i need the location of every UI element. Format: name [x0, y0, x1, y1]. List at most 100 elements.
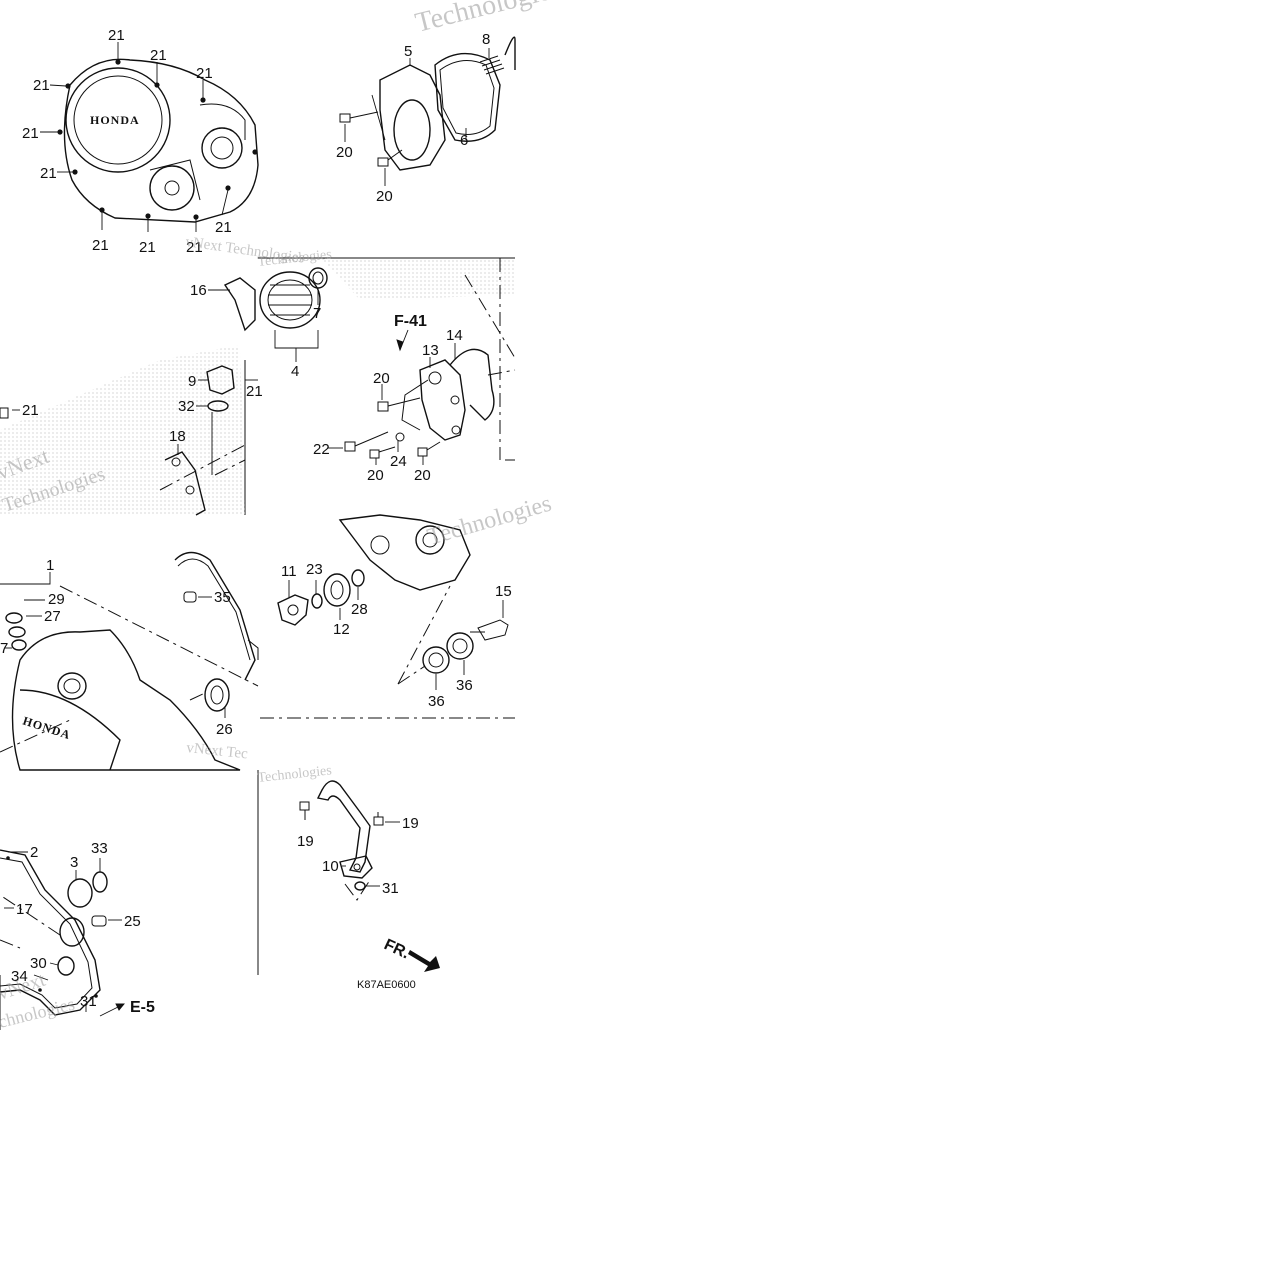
o-ring [308, 267, 328, 289]
panel-engine-cover-bolts: HONDA [22, 27, 306, 267]
bolt [377, 397, 421, 412]
case-gasket [0, 849, 101, 1016]
part-label: 21 [22, 125, 39, 142]
seal-7 [11, 639, 27, 651]
part-label: 20 [336, 144, 353, 161]
seal-28 [351, 569, 365, 587]
filter-bracket [223, 277, 256, 332]
part-label: 31 [80, 993, 97, 1010]
part-label: 15 [495, 583, 512, 600]
part-label: 3 [70, 854, 78, 871]
part-label: 5 [404, 43, 412, 60]
long-bolt [344, 431, 389, 452]
right-cover [11, 629, 241, 771]
panel-oil-pipe: FR. 19 19 10 31 K87AE0600 [297, 780, 440, 991]
oil-filter-element [259, 271, 321, 329]
part-label: 20 [373, 370, 390, 387]
watermark: Technologies [257, 763, 333, 786]
o-ring-31 [354, 881, 366, 891]
filter-gasket [434, 52, 501, 142]
panel-right-crankcase-cover: HONDA 1 29 27 7 35 26 vNext Tec [0, 551, 259, 771]
watermark: vNext Tec [186, 740, 249, 762]
pump-o-ring [449, 348, 495, 421]
oil-pipe [316, 780, 371, 873]
part-label: 21 [22, 402, 39, 419]
bolt [299, 801, 310, 820]
direction-label: FR. [381, 936, 412, 962]
bolt [339, 111, 379, 123]
bolt [369, 446, 396, 459]
part-label: 21 [196, 65, 213, 82]
seal-30 [57, 956, 75, 976]
oil-seal [204, 678, 230, 712]
part-label: 6 [460, 132, 468, 149]
diagram-code: K87AE0600 [357, 979, 416, 991]
part-label: 9 [188, 373, 196, 390]
part-label: 2 [30, 844, 38, 861]
impeller [277, 594, 309, 626]
part-label: 36 [456, 677, 473, 694]
mechanical-seal [323, 573, 351, 607]
part-label: 24 [390, 453, 407, 470]
part-label: 21 [246, 383, 263, 400]
part-label: 31 [382, 880, 399, 897]
crankcase-section [338, 514, 471, 591]
part-label: 20 [376, 188, 393, 205]
part-label: 33 [91, 840, 108, 857]
pump-cover [419, 359, 466, 441]
part-label: 14 [446, 327, 463, 344]
spring [479, 55, 505, 75]
part-label: 21 [40, 165, 57, 182]
bolt [373, 812, 384, 826]
cover-boss [65, 67, 171, 173]
part-label: 20 [414, 467, 431, 484]
panel-water-pump-cover: F-41 14 13 20 22 24 20 20 [313, 258, 516, 484]
part-label: 34 [11, 968, 28, 985]
part-label: 21 [92, 237, 109, 254]
part-label: 28 [351, 601, 368, 618]
part-label: 21 [186, 239, 203, 256]
cover-gasket [174, 551, 256, 681]
watermark: Technologies [424, 491, 554, 551]
o-ring-33 [92, 871, 108, 893]
bolt [0, 407, 9, 419]
part-label: 4 [291, 363, 299, 380]
part-label: 27 [44, 608, 61, 625]
seal-29 [5, 612, 23, 624]
pipe-end [339, 855, 373, 879]
part-label: 21 [215, 219, 232, 236]
part-label: 17 [16, 901, 33, 918]
part-label: 21 [139, 239, 156, 256]
shading [0, 258, 515, 515]
panel-gasket-and-seals: 2 3 33 17 25 30 34 31 E-5 vNext chnologi… [0, 840, 155, 1032]
part-label: 1 [46, 557, 54, 574]
ref-label: F-41 [394, 313, 427, 330]
part-label: 8 [482, 31, 490, 48]
part-label: 36 [428, 693, 445, 710]
part-label: 21 [108, 27, 125, 44]
part-label: 19 [297, 833, 314, 850]
part-label: 21 [150, 47, 167, 64]
bearing [446, 632, 474, 660]
washer [395, 432, 405, 442]
cover-bolt-dots [57, 59, 258, 220]
cover-logo-text: HONDA [21, 714, 73, 743]
seal-27 [8, 626, 26, 638]
filler-cap [206, 365, 235, 395]
bolt [377, 149, 403, 167]
part-label: 18 [169, 428, 186, 445]
part-label: 7 [313, 305, 321, 322]
part-label: 32 [178, 398, 195, 415]
dowel [183, 591, 197, 603]
part-label: 7 [0, 640, 8, 657]
filter-cover [379, 64, 446, 171]
collar-3 [67, 878, 93, 908]
part-label: 19 [402, 815, 419, 832]
pump-shaft [470, 619, 509, 641]
crankcase-cover-outline [63, 58, 259, 223]
bolt [417, 441, 441, 457]
part-label: 23 [306, 561, 323, 578]
part-label: 25 [124, 913, 141, 930]
gasket-holes [6, 856, 98, 998]
